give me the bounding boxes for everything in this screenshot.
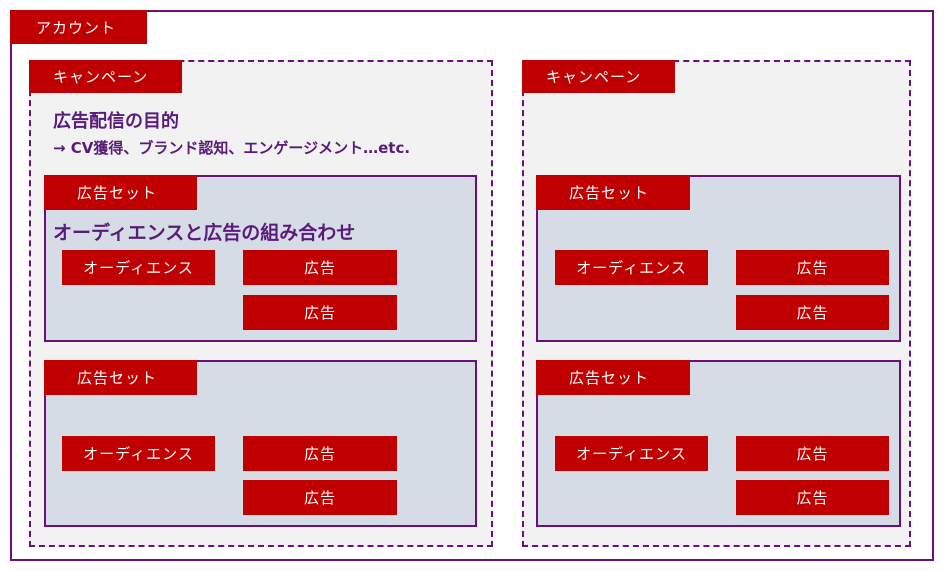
campaign-objective-detail: → CV獲得、ブランド認知、エンゲージメント…etc. <box>53 139 411 157</box>
campaign-label-2: キャンペーン <box>522 60 675 93</box>
ad-box-1-1-2: 広告 <box>243 295 397 330</box>
ad-box-2-1-1: 広告 <box>736 250 889 285</box>
ad-box-2-1-2: 広告 <box>736 295 889 330</box>
adset-label-2-1: 広告セット <box>536 175 690 210</box>
ad-box-2-2-2: 広告 <box>736 480 889 515</box>
ad-box-1-1-1: 広告 <box>243 250 397 285</box>
ad-box-2-2-1: 広告 <box>736 436 889 471</box>
campaign-label-1: キャンペーン <box>29 60 182 93</box>
ad-box-1-2-1: 広告 <box>243 436 397 471</box>
audience-box-2-1: オーディエンス <box>555 250 708 285</box>
adset-label-1-2: 広告セット <box>44 360 197 395</box>
audience-box-1-1: オーディエンス <box>62 250 215 285</box>
audience-box-2-2: オーディエンス <box>555 436 708 471</box>
account-label: アカウント <box>10 10 147 44</box>
adset-note: オーディエンスと広告の組み合わせ <box>53 222 356 244</box>
adset-label-1-1: 広告セット <box>44 175 197 210</box>
ad-box-1-2-2: 広告 <box>243 480 397 515</box>
audience-box-1-2: オーディエンス <box>62 436 215 471</box>
campaign-objective-title: 広告配信の目的 <box>53 111 179 132</box>
adset-label-2-2: 広告セット <box>536 360 690 395</box>
